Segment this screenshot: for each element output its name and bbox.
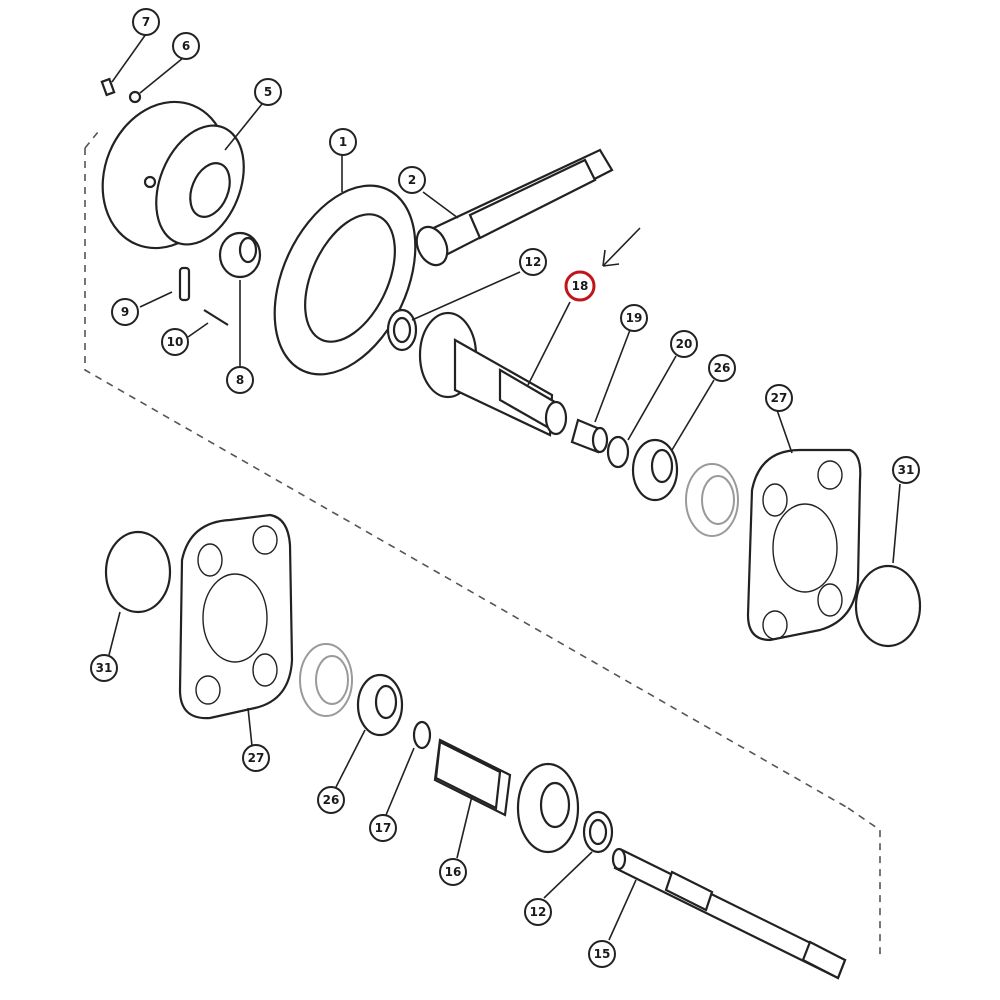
callout-12-lower: 12 <box>524 898 552 926</box>
retainer-plate-part-27-lower <box>178 513 294 720</box>
callout-31-upper: 31 <box>892 456 920 484</box>
svg-text:26: 26 <box>323 793 340 807</box>
key-part-10 <box>203 309 229 326</box>
snap-ring-part-17 <box>412 720 432 750</box>
output-shaft-part-15 <box>611 847 847 980</box>
svg-text:8: 8 <box>236 373 244 387</box>
callout-27-upper: 27 <box>765 384 793 412</box>
washer-part-6 <box>128 90 142 104</box>
callout-20: 20 <box>670 330 698 358</box>
callout-26-lower: 26 <box>317 786 345 814</box>
svg-text:12: 12 <box>525 255 542 269</box>
svg-text:26: 26 <box>714 361 731 375</box>
callout-8: 8 <box>226 366 254 394</box>
svg-text:15: 15 <box>594 947 611 961</box>
gear-shaft-part-16 <box>433 738 580 854</box>
retainer-plate-part-27-upper <box>746 448 862 642</box>
svg-text:5: 5 <box>264 85 272 99</box>
callout-27-lower: 27 <box>242 744 270 772</box>
svg-text:17: 17 <box>375 821 392 835</box>
svg-text:2: 2 <box>408 173 416 187</box>
bearing-cup-upper <box>685 463 739 537</box>
bearing-cone-part-26-upper <box>631 438 679 502</box>
svg-text:10: 10 <box>167 335 184 349</box>
thrust-washer-part-12-upper <box>386 308 418 352</box>
callout-15: 15 <box>588 940 616 968</box>
differential-case-part-5 <box>101 100 245 250</box>
svg-text:12: 12 <box>530 905 547 919</box>
bearing-cone-part-26-lower <box>356 673 404 737</box>
callout-2: 2 <box>398 166 426 194</box>
callout-17: 17 <box>369 814 397 842</box>
bearing-cup-lower <box>299 643 353 717</box>
ring-gear-part-1 <box>273 184 417 376</box>
svg-text:6: 6 <box>182 39 190 53</box>
callout-31-lower: 31 <box>90 654 118 682</box>
sleeve-part-19 <box>570 418 609 454</box>
bolt-part-7 <box>100 77 116 97</box>
svg-text:1: 1 <box>339 135 347 149</box>
svg-text:20: 20 <box>676 337 693 351</box>
svg-text:18: 18 <box>572 279 589 293</box>
svg-text:16: 16 <box>445 865 462 879</box>
thrust-washer-part-12-lower <box>582 810 614 854</box>
pinion-shaft-part-2 <box>415 148 614 267</box>
callout-12-upper: 12 <box>519 248 547 276</box>
svg-text:31: 31 <box>96 661 113 675</box>
callout-9: 9 <box>111 298 139 326</box>
svg-text:19: 19 <box>626 311 643 325</box>
o-ring-part-31-upper <box>854 564 922 648</box>
svg-text:27: 27 <box>248 751 265 765</box>
svg-text:7: 7 <box>142 15 150 29</box>
callout-18-highlighted: 18 <box>564 270 596 302</box>
dashed-boundary <box>84 131 881 960</box>
callout-5: 5 <box>254 78 282 106</box>
callout-19: 19 <box>620 304 648 332</box>
svg-text:27: 27 <box>771 391 788 405</box>
pin-part-9 <box>178 266 191 302</box>
pinion-gear-part-8 <box>218 231 262 279</box>
callout-7: 7 <box>132 8 160 36</box>
pointer-arrow <box>602 227 641 267</box>
snap-ring-part-20 <box>606 435 630 469</box>
svg-text:31: 31 <box>898 463 915 477</box>
callout-10: 10 <box>161 328 189 356</box>
o-ring-part-31-lower <box>104 530 172 614</box>
svg-text:9: 9 <box>121 305 129 319</box>
callout-1: 1 <box>329 128 357 156</box>
gear-shaft-part-18 <box>418 311 568 437</box>
callout-26-upper: 26 <box>708 354 736 382</box>
callout-16: 16 <box>439 858 467 886</box>
leader-lines <box>108 33 901 941</box>
callout-6: 6 <box>172 32 200 60</box>
